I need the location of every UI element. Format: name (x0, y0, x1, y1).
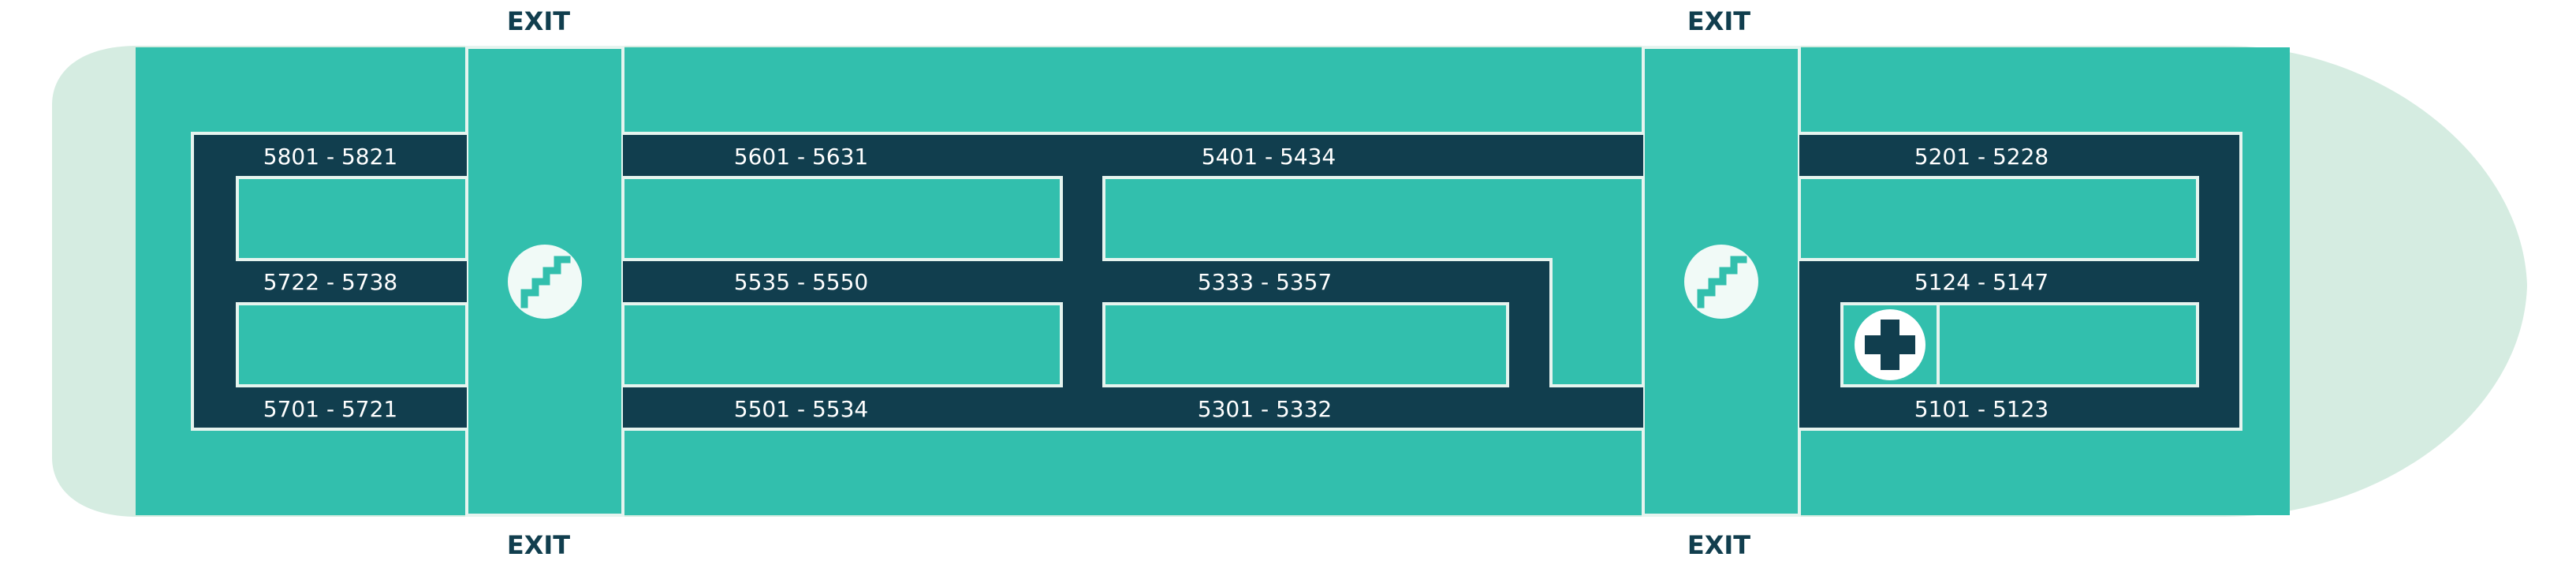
cabin-range-label: 5401 - 5434 (1202, 144, 1336, 170)
cabin-block (1798, 176, 2199, 261)
cabin-range-label: 5301 - 5332 (1198, 396, 1332, 422)
cabin-block (621, 302, 1063, 387)
cabin-range-label: 5101 - 5123 (1914, 396, 2048, 422)
exit-label-bottom-right: EXIT (1687, 530, 1750, 560)
cabin-block (1102, 176, 1645, 387)
cabin-range-label: 5722 - 5738 (263, 269, 397, 295)
exit-label-top-left: EXIT (507, 6, 570, 36)
cabin-block (236, 302, 468, 387)
cabin-block (1102, 302, 1509, 387)
cabin-block (236, 176, 468, 261)
cabin-block (621, 176, 1063, 261)
exit-label-top-right: EXIT (1687, 6, 1750, 36)
cabin-range-label: 5124 - 5147 (1914, 269, 2048, 295)
first-aid-icon[interactable] (1855, 309, 1925, 380)
cabin-range-label: 5333 - 5357 (1198, 269, 1332, 295)
cabin-range-label: 5801 - 5821 (263, 144, 397, 170)
cabin-range-label: 5701 - 5721 (263, 396, 397, 422)
cabin-range-label: 5601 - 5631 (734, 144, 868, 170)
cabin-range-label: 5501 - 5534 (734, 396, 868, 422)
stairs-icon[interactable] (508, 245, 582, 319)
exit-label-bottom-left: EXIT (507, 530, 570, 560)
cabin-range-label: 5201 - 5228 (1914, 144, 2048, 170)
cabin-range-label: 5535 - 5550 (734, 269, 868, 295)
stairs-icon[interactable] (1684, 245, 1758, 319)
